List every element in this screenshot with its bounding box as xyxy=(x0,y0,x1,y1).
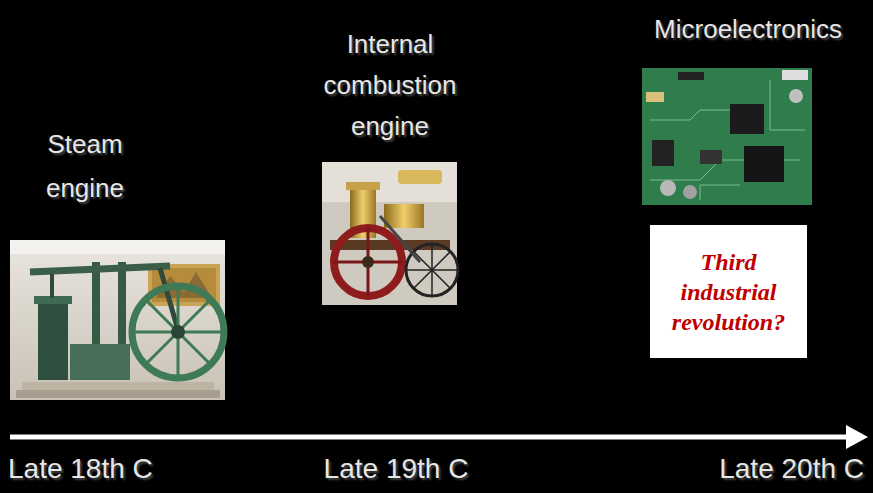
time-label: Late 18th C xyxy=(8,452,228,486)
circuit-board-picture-part xyxy=(650,80,805,200)
combustion-engine-picture-part xyxy=(406,244,458,296)
time-label: Late 20th C xyxy=(640,452,864,486)
circuit-board-picture-part xyxy=(730,104,764,134)
timeline-arrow xyxy=(10,425,868,449)
circuit-board-picture-part-part xyxy=(700,185,740,200)
box-text: Third industrial revolution? xyxy=(660,247,797,337)
steam-engine-picture-part xyxy=(132,286,224,378)
combustion-engine-picture-part xyxy=(406,244,457,296)
combustion-engine-picture-part xyxy=(398,170,442,184)
combustion-engine-picture-part xyxy=(322,162,457,202)
steam-engine-picture-part xyxy=(171,325,185,339)
circuit-board-picture-part xyxy=(646,92,664,102)
combustion-engine-picture-part xyxy=(384,204,424,228)
combustion-engine-picture-part xyxy=(322,162,457,305)
steam-engine-picture-part xyxy=(10,240,225,400)
heading: Internal combustion engine xyxy=(310,24,470,147)
combustion-engine-picture-part-part xyxy=(414,252,450,288)
steam-engine-picture-part xyxy=(160,268,178,330)
circuit-board-picture-part xyxy=(678,72,704,80)
combustion-engine-picture-part xyxy=(334,228,402,296)
circuit-board-picture-part xyxy=(660,180,676,196)
combustion-engine-picture-part xyxy=(346,182,380,190)
circuit-board-picture-part xyxy=(744,146,784,182)
steam-engine-picture-part-part xyxy=(145,299,211,365)
steam-engine-picture xyxy=(10,240,225,400)
circuit-board-picture-part xyxy=(652,140,674,166)
combustion-engine-picture-part-part xyxy=(414,252,450,288)
steam-engine-picture-part xyxy=(10,240,225,254)
heading: Steam engine xyxy=(15,122,155,210)
circuit-board-picture-part xyxy=(789,89,803,103)
steam-engine-picture-part xyxy=(16,390,220,398)
timeline-arrow-part xyxy=(846,425,868,449)
heading: Microelectronics xyxy=(630,12,866,46)
circuit-board-picture-part xyxy=(700,150,722,164)
circuit-board-picture-part-part xyxy=(770,80,805,130)
circuit-board-picture-part xyxy=(683,185,697,199)
steam-engine-picture-part xyxy=(70,344,130,380)
combustion-engine-picture-part xyxy=(362,256,374,268)
timeline-arrow-part xyxy=(10,435,852,440)
steam-engine-picture-part xyxy=(132,286,224,378)
steam-engine-picture-part xyxy=(50,274,54,298)
combustion-engine-picture-part xyxy=(334,228,402,296)
steam-engine-picture-part-part xyxy=(145,299,211,365)
combustion-engine-picture xyxy=(322,162,458,305)
time-label: Late 19th C xyxy=(296,452,496,486)
combustion-engine-picture-part xyxy=(380,216,420,262)
circuit-board-picture xyxy=(642,68,812,205)
steam-engine-picture-part xyxy=(38,300,68,380)
circuit-board-picture-part xyxy=(642,68,812,205)
highlight-box: Third industrial revolution? xyxy=(650,225,807,358)
circuit-board-picture-part xyxy=(782,70,808,80)
steam-engine-picture-part xyxy=(30,266,170,272)
